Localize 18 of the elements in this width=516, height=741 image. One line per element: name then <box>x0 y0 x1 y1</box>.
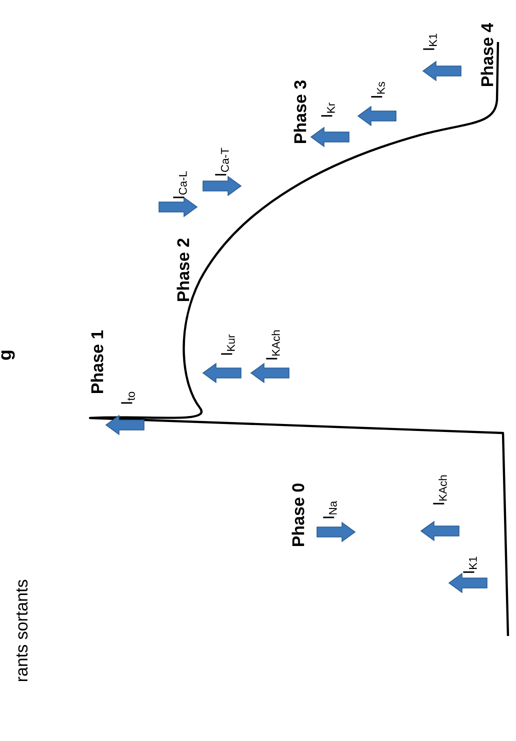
current-label: I$_{K1}$ <box>423 34 437 50</box>
phase-label: Phase 0 <box>292 484 304 546</box>
current-label: I$_{Na}$ <box>323 500 337 518</box>
current-label: I$_{to}$ <box>121 392 135 404</box>
current-label: I$_{Kur}$ <box>221 334 235 355</box>
current-label: I$_{Ks}$ <box>371 82 385 98</box>
phase-label: Phase 4 <box>480 22 494 86</box>
axis-caption: rants sortants <box>16 580 28 682</box>
title-fragment: g <box>1 350 15 360</box>
phase-label: Phase 2 <box>176 238 190 301</box>
phase-label: Phase 3 <box>294 80 306 143</box>
current-label: I$_{K1}$ <box>463 556 477 573</box>
current-label: I$_{KAch}$ <box>433 475 447 504</box>
current-label: I$_{Ca-T}$ <box>215 148 229 176</box>
current-label: I$_{KAch}$ <box>266 330 280 360</box>
current-label: I$_{Ca-L}$ <box>173 171 187 198</box>
phase-label: Phase 1 <box>90 330 104 393</box>
current-label: I$_{Kr}$ <box>321 102 335 117</box>
